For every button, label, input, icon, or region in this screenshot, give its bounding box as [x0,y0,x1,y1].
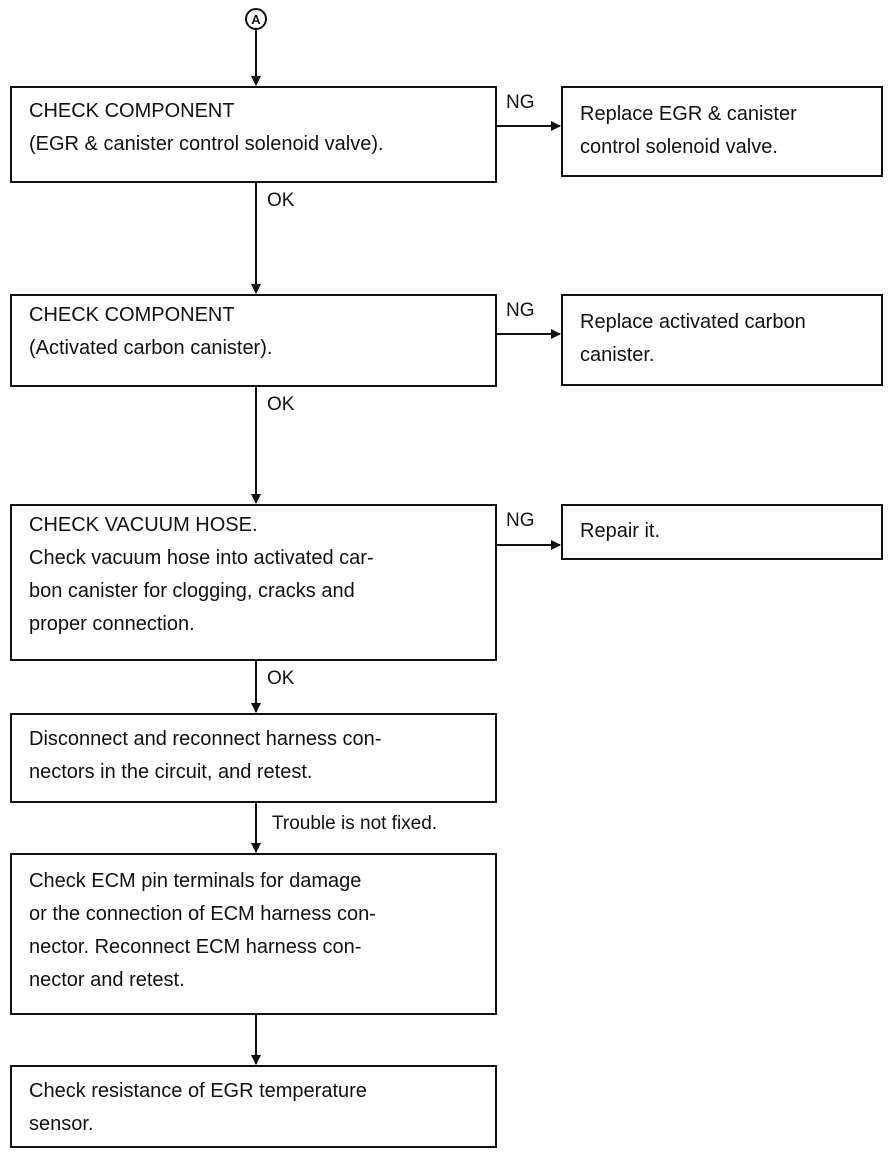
step-text: nectors in the circuit, and retest. [29,761,313,783]
step-check-ecm-terminals: Check ECM pin terminals for damage or th… [10,853,497,1015]
step-text: Disconnect and reconnect harness con- [29,728,382,750]
ok-label: OK [267,668,295,689]
step-check-carbon-canister: CHECK COMPONENT (Activated carbon canist… [10,294,497,387]
ng-label: NG [506,510,535,531]
step-check-solenoid-valve: CHECK COMPONENT (EGR & canister control … [10,86,497,183]
step-text: CHECK COMPONENT [29,100,235,122]
result-text: canister. [580,344,655,366]
step-text: (EGR & canister control solenoid valve). [29,133,384,155]
ok-label: OK [267,190,295,211]
result-text: Replace EGR & canister [580,103,797,125]
step-reconnect-harness: Disconnect and reconnect harness con- ne… [10,713,497,803]
result-text: Repair it. [580,520,661,542]
result-replace-solenoid-valve: Replace EGR & canister control solenoid … [561,86,883,177]
step-check-vacuum-hose: CHECK VACUUM HOSE. Check vacuum hose int… [10,504,497,661]
step-text: Check resistance of EGR temperature [29,1080,367,1102]
start-connector-icon: A [245,8,267,30]
step-text: CHECK VACUUM HOSE. [29,514,258,536]
result-text: Replace activated carbon [580,311,806,333]
step-text: CHECK COMPONENT [29,304,235,326]
step-text: bon canister for clogging, cracks and [29,580,355,602]
step-check-egr-sensor: Check resistance of EGR temperature sens… [10,1065,497,1148]
step-text: sensor. [29,1113,94,1135]
ng-label: NG [506,92,535,113]
step-text: Check vacuum hose into activated car- [29,547,374,569]
result-repair-it: Repair it. [561,504,883,560]
step-text: Check ECM pin terminals for damage [29,870,362,892]
step-text: proper connection. [29,613,195,635]
ok-label: OK [267,394,295,415]
step-text: or the connection of ECM harness con- [29,903,376,925]
step-text: nector. Reconnect ECM harness con- [29,936,362,958]
step-text: nector and retest. [29,969,185,991]
trouble-not-fixed-label: Trouble is not fixed. [272,813,438,834]
ng-label: NG [506,300,535,321]
result-text: control solenoid valve. [580,136,778,158]
step-text: (Activated carbon canister). [29,337,273,359]
result-replace-carbon-canister: Replace activated carbon canister. [561,294,883,386]
